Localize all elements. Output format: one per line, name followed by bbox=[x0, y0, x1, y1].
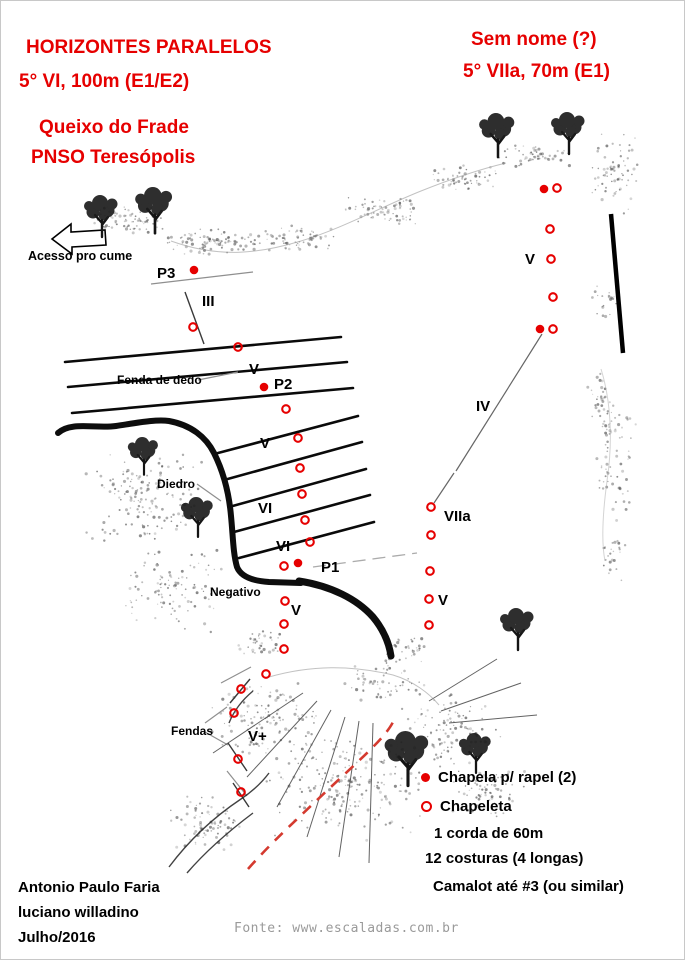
bolt-markers bbox=[188, 183, 562, 797]
topo-label-v: V bbox=[438, 592, 448, 609]
location-name: Queixo do Frade bbox=[39, 117, 189, 138]
horizontal-cracks bbox=[63, 335, 376, 560]
bolt-marker bbox=[279, 619, 289, 629]
topo-label-vi: VI bbox=[258, 500, 272, 517]
topo-label-p3: P3 bbox=[157, 265, 175, 282]
dihedral-edge-line bbox=[55, 417, 304, 586]
access-arrow-icon bbox=[50, 222, 107, 256]
topo-label-p2: P2 bbox=[274, 376, 292, 393]
tree-icon bbox=[457, 731, 492, 775]
bolt-marker bbox=[236, 684, 246, 694]
right-gully-line bbox=[600, 368, 611, 562]
topo-label-vplus: V+ bbox=[248, 728, 267, 745]
bolt-marker bbox=[229, 708, 239, 718]
credit-author-2: luciano willadino bbox=[18, 904, 139, 921]
bolt-marker bbox=[236, 787, 246, 797]
route1-title: HORIZONTES PARALELOS bbox=[26, 37, 272, 58]
location-park: PNSO Teresópolis bbox=[31, 147, 196, 168]
legend-item-anchor: Chapela p/ rapel (2) bbox=[421, 769, 576, 786]
topo-label-viia: VIIa bbox=[444, 508, 471, 525]
filled-bolt-icon bbox=[421, 773, 430, 782]
bolt-marker bbox=[293, 433, 303, 443]
rock-texture-speckles bbox=[84, 133, 639, 851]
bolt-marker bbox=[546, 254, 556, 264]
source-watermark: Fonte: www.escaladas.com.br bbox=[234, 921, 459, 936]
credit-date: Julho/2016 bbox=[18, 929, 96, 946]
bolt-marker bbox=[188, 322, 198, 332]
roof-negativo-line bbox=[295, 577, 395, 660]
bolt-marker bbox=[281, 404, 291, 414]
legend-item-bolt: Chapeleta bbox=[421, 798, 512, 815]
bolt-marker bbox=[426, 502, 436, 512]
bolt-marker bbox=[548, 324, 558, 334]
topo-label-diedro: Diedro bbox=[157, 477, 195, 491]
rappel-anchor-marker bbox=[189, 265, 199, 275]
traverse-line bbox=[312, 552, 418, 568]
bolt-marker bbox=[548, 292, 558, 302]
topo-label-iv: IV bbox=[476, 398, 490, 415]
bolt-marker bbox=[279, 561, 289, 571]
topo-label-iii: III bbox=[202, 293, 215, 310]
tree-icon bbox=[477, 111, 516, 159]
legend-anchor-label: Chapela p/ rapel (2) bbox=[438, 769, 577, 786]
bolt-marker bbox=[261, 669, 271, 679]
topo-label-vi: VI bbox=[276, 538, 290, 555]
bolt-marker bbox=[280, 596, 290, 606]
credit-author-1: Antonio Paulo Faria bbox=[18, 879, 160, 896]
rappel-anchor-marker bbox=[293, 558, 303, 568]
topo-label-v: V bbox=[525, 251, 535, 268]
right-wall-edge bbox=[608, 213, 626, 354]
topo-label-p1: P1 bbox=[321, 559, 339, 576]
crack-lines bbox=[184, 291, 251, 808]
rappel-anchor-marker bbox=[539, 184, 549, 194]
tree-icon bbox=[126, 435, 160, 476]
route2-line-iv bbox=[433, 333, 543, 504]
bolt-marker bbox=[233, 754, 243, 764]
bolt-marker bbox=[424, 594, 434, 604]
legend-cams: Camalot até #3 (ou similar) bbox=[433, 878, 624, 895]
legend-quickdraws: 12 costuras (4 longas) bbox=[425, 850, 584, 867]
rappel-anchor-marker bbox=[259, 382, 269, 392]
bolt-marker bbox=[295, 463, 305, 473]
topo-label-v: V bbox=[291, 602, 301, 619]
open-bolt-icon bbox=[421, 801, 432, 812]
bolt-marker bbox=[233, 342, 243, 352]
legend-rope: 1 corda de 60m bbox=[434, 825, 544, 842]
topo-label-fenda-de-dedo: Fenda de dedo bbox=[117, 373, 202, 387]
bolt-marker bbox=[425, 566, 435, 576]
tree-icon bbox=[133, 185, 174, 235]
bolt-marker bbox=[552, 183, 562, 193]
rappel-anchor-marker bbox=[535, 324, 545, 334]
rock-outlines bbox=[50, 162, 626, 874]
tree-icon bbox=[549, 110, 586, 156]
legend-bolt-label: Chapeleta bbox=[440, 798, 512, 815]
route2-title: Sem nome (?) bbox=[471, 29, 597, 50]
topo-label-fendas: Fendas bbox=[171, 724, 213, 738]
bolt-marker bbox=[297, 489, 307, 499]
tree-icon bbox=[179, 495, 214, 539]
slab-strokes bbox=[212, 658, 538, 864]
bolt-marker bbox=[279, 644, 289, 654]
topo-label-negativo: Negativo bbox=[210, 585, 261, 599]
topo-label-v: V bbox=[249, 361, 259, 378]
topo-label-v: V bbox=[260, 435, 270, 452]
bolt-marker bbox=[426, 530, 436, 540]
route1-grade: 5° VI, 100m (E1/E2) bbox=[19, 71, 190, 92]
route2-grade: 5° VIIa, 70m (E1) bbox=[463, 61, 610, 82]
summit-ridge-line bbox=[170, 162, 507, 253]
leader-lines bbox=[150, 271, 254, 797]
descent-dashed-line bbox=[247, 721, 395, 870]
bolt-marker bbox=[305, 537, 315, 547]
bolt-marker bbox=[424, 620, 434, 630]
base-cliff-outline bbox=[168, 690, 270, 874]
bolt-marker bbox=[545, 224, 555, 234]
bolt-marker bbox=[300, 515, 310, 525]
lower-slab-top-edge bbox=[268, 667, 440, 706]
tree-icon bbox=[498, 606, 535, 652]
access-label: Acesso pro cume bbox=[28, 249, 133, 263]
